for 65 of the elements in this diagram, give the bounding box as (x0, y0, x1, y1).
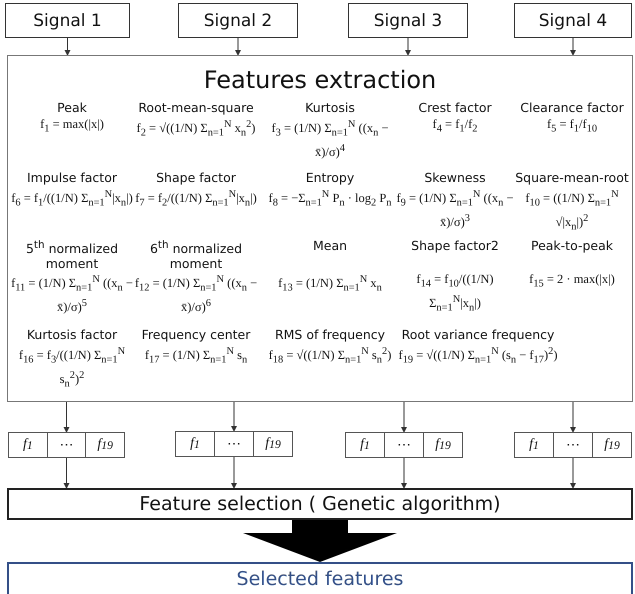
feature-name: Crest factor (417, 100, 493, 115)
feature-name: Kurtosis factor (26, 327, 118, 342)
feature-name: Mean (312, 238, 348, 253)
arrow (235, 38, 241, 56)
feature-selection-box (7, 488, 633, 520)
feature-name: Frequency center (140, 327, 252, 342)
feature-name: Skewness (423, 170, 487, 185)
feature-vector-box (514, 432, 632, 458)
signal-box (5, 3, 130, 38)
feature-name: Kurtosis (304, 100, 356, 115)
arrow (570, 458, 576, 489)
arrow (570, 38, 576, 56)
signal-box (348, 3, 468, 38)
arrow (231, 402, 237, 432)
formula: f$_{3}$ = (1/N) Σ$_{n=1}$$^{N}$ ((x$_{n}$ − x̄)/σ)$^{4}$ (270, 118, 390, 160)
formula: f$_{2}$ = √((1/N) Σ$_{n=1}$$^{N}$ x$_{n}$$^{2}$) (136, 118, 256, 141)
arrow (401, 458, 407, 489)
formula: f$_{6}$ = f$_{1}$/((1/N) Σ$_{n=1}$$^{N}$|x$_{n}$|) (10, 188, 134, 211)
feature-vector-box (175, 431, 293, 457)
signal-label: Signal 4 (538, 10, 608, 30)
arrow (64, 38, 70, 56)
signal-label: Signal 2 (204, 10, 272, 30)
arrow (405, 38, 411, 56)
features-extraction-box (7, 55, 633, 402)
formula: f$_{1}$ = max(|x|) (39, 117, 105, 136)
feature-name: RMS of frequency (274, 327, 386, 342)
signal-label: Signal 3 (374, 10, 442, 30)
signal-box (514, 3, 632, 38)
feature-name: Root-mean-square (137, 100, 255, 115)
formula: f$_{17}$ = (1/N) Σ$_{n=1}$$^{N}$ s$_{n}$ (144, 345, 248, 368)
formula: f$_{7}$ = f$_{2}$/((1/N) Σ$_{n=1}$$^{N}$|x$_{n}$|) (134, 188, 258, 211)
signal-box (178, 3, 298, 38)
arrow (570, 402, 576, 433)
formula: f$_{19}$ = √((1/N) Σ$_{n=1}$$^{N}$ (s$_{n}$ − f$_{17}$)$^{2}$) (398, 345, 558, 368)
feature-name: Root variance frequency (400, 327, 556, 342)
selected-features-box (7, 562, 633, 594)
formula: f$_{11}$ = (1/N) Σ$_{n=1}$$^{N}$ ((x$_{n}$ − x̄)/σ)$^{5}$ (10, 273, 134, 315)
feature-vector-box (345, 432, 463, 458)
feature-name: Square-mean-root (514, 170, 630, 185)
feature-name: Entropy (304, 170, 356, 185)
formula: f$_{8}$ = −Σ$_{n=1}$$^{N}$ P$_{n}$ · log$_{2}$ P$_{n}$ (268, 188, 392, 211)
formula: f$_{14}$ = f$_{10}$/((1/N) Σ$_{n=1}$$^{N}$|x$_{n}$|) (415, 272, 495, 316)
signal-label: Signal 1 (33, 10, 102, 30)
feature-name: Clearance factor (519, 100, 625, 115)
formula: f$_{12}$ = (1/N) Σ$_{n=1}$$^{N}$ ((x$_{n}$ − x̄)/σ)$^{6}$ (134, 273, 258, 315)
arrow (231, 456, 237, 489)
arrow (64, 458, 70, 489)
formula: f$_{18}$ = √((1/N) Σ$_{n=1}$$^{N}$ s$_{n}$$^{2}$) (268, 345, 392, 368)
formula: f$_{4}$ = f$_{1}$/f$_{2}$ (432, 117, 478, 136)
feature-name: Peak (56, 100, 88, 115)
arrow (401, 402, 407, 433)
output-label: Selected features (236, 568, 404, 590)
formula: f$_{9}$ = (1/N) Σ$_{n=1}$$^{N}$ ((x$_{n}$ − x̄)/σ)$^{3}$ (395, 188, 515, 230)
section-title: Features extraction (204, 66, 436, 94)
feature-name: Peak-to-peak (530, 238, 614, 253)
feature-vector-box (8, 432, 125, 458)
process-label: Feature selection ( Genetic algorithm) (139, 493, 501, 515)
formula: f$_{15}$ = 2 · max(|x|) (528, 272, 616, 292)
feature-name: Shape factor (155, 170, 237, 185)
formula: f$_{13}$ = (1/N) Σ$_{n=1}$$^{N}$ x$_{n}$ (277, 273, 383, 296)
feature-name: Impulse factor (26, 170, 118, 185)
arrow (64, 402, 70, 433)
block-arrow (243, 520, 397, 562)
feature-name: Shape factor2 (410, 238, 500, 253)
formula: f$_{5}$ = f$_{1}$/f$_{10}$ (546, 117, 598, 136)
